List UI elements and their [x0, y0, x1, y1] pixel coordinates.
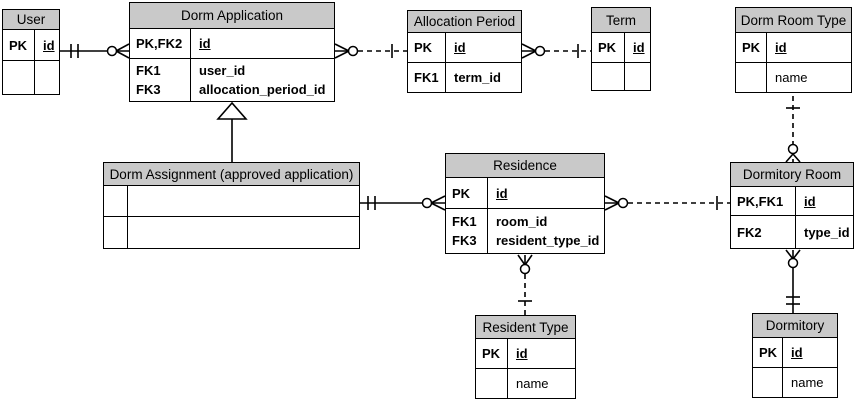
term-empty-row	[592, 62, 650, 90]
dormitory-room-pk-row: PK,FK1 id	[731, 187, 853, 215]
term-title: Term	[592, 8, 650, 33]
key-cell	[753, 368, 783, 397]
rel-dorm-room-type-dormitory-room	[785, 96, 801, 163]
rel-dorm-assignment-residence	[360, 195, 446, 211]
zero-or-many-circle	[787, 257, 799, 269]
term-pk-row: PK id	[592, 33, 650, 62]
key-cell: PK	[446, 178, 488, 208]
field-cell	[35, 61, 59, 94]
user-pk-row: PK id	[3, 30, 59, 60]
key-cell: PK	[753, 338, 783, 367]
field-cell: id	[633, 40, 645, 55]
key-cell: FK1 FK3	[130, 59, 191, 101]
resident-type-table: Resident Type PK id name	[475, 315, 576, 399]
resident-type-pk-row: PK id	[476, 339, 575, 368]
field-cell: name	[791, 375, 824, 390]
resident-type-title: Resident Type	[476, 316, 575, 339]
field-cell: id	[454, 40, 466, 55]
key-cell: PK	[736, 33, 767, 62]
term-table: Term PK id	[591, 7, 651, 91]
field-cell: id	[43, 37, 55, 53]
rel-allocation-period-term	[521, 43, 591, 59]
key-cell	[104, 186, 128, 216]
zero-or-many-circle	[617, 197, 629, 209]
dorm-room-type-attr-row: name	[736, 62, 851, 92]
dorm-room-type-table: Dorm Room Type PK id name	[735, 7, 852, 93]
key-cell	[476, 369, 508, 398]
allocation-period-title: Allocation Period	[408, 11, 521, 33]
field-cell	[128, 217, 359, 248]
field-cell: id	[804, 193, 816, 209]
residence-title: Residence	[446, 154, 604, 178]
resident-type-attr-row: name	[476, 368, 575, 398]
key-cell	[592, 63, 625, 90]
allocation-period-table: Allocation Period PK id FK1 term_id	[407, 10, 522, 93]
residence-table: Residence PK id FK1 FK3 room_id resident…	[445, 153, 605, 254]
zero-or-many-circle	[421, 197, 433, 209]
field-cell: user_id allocation_period_id	[199, 63, 326, 97]
rel-dormitory-room-dormitory	[785, 249, 801, 313]
key-cell: PK	[476, 339, 508, 368]
field-cell: id	[775, 40, 787, 55]
user-title: User	[3, 10, 59, 30]
zero-or-many-circle	[534, 45, 546, 57]
field-cell: id	[516, 346, 528, 361]
dormitory-title: Dormitory	[753, 314, 837, 338]
field-cell: id	[496, 185, 508, 201]
field-cell	[625, 63, 650, 90]
dorm-assignment-title: Dorm Assignment (approved application)	[104, 163, 359, 186]
dorm-assignment-table: Dorm Assignment (approved application)	[103, 162, 360, 249]
user-table: User PK id	[2, 9, 60, 95]
dormitory-table: Dormitory PK id name	[752, 313, 838, 398]
field-cell: name	[516, 376, 549, 391]
allocation-period-pk-row: PK id	[408, 33, 521, 62]
zero-or-many-circle	[347, 45, 359, 57]
user-empty-row	[3, 60, 59, 94]
field-cell: term_id	[454, 70, 501, 85]
field-cell: name	[775, 70, 808, 85]
key-cell: FK2	[731, 216, 796, 248]
field-cell: room_id resident_type_id	[496, 214, 600, 248]
key-cell	[3, 61, 35, 94]
dormitory-room-title: Dormitory Room	[731, 163, 853, 187]
zero-or-many-circle	[519, 263, 531, 275]
rel-residence-dormitory-room	[604, 195, 730, 211]
field-cell	[128, 186, 359, 216]
field-cell: id	[791, 345, 803, 360]
field-cell: type_id	[804, 224, 850, 240]
dorm-assignment-empty-row	[104, 216, 359, 248]
key-cell: PK	[3, 30, 35, 60]
dorm-room-type-pk-row: PK id	[736, 33, 851, 62]
zero-or-many-circle	[787, 143, 799, 155]
key-cell: PK	[592, 33, 625, 62]
dorm-application-table: Dorm Application PK,FK2 id FK1 FK3 user_…	[129, 2, 335, 102]
key-cell	[736, 63, 767, 92]
key-cell: PK,FK1	[731, 187, 796, 215]
dorm-application-pk-row: PK,FK2 id	[130, 29, 334, 58]
residence-attr-row: FK1 FK3 room_id resident_type_id	[446, 208, 604, 253]
residence-pk-row: PK id	[446, 178, 604, 208]
allocation-period-attr-row: FK1 term_id	[408, 62, 521, 92]
dorm-room-type-title: Dorm Room Type	[736, 8, 851, 33]
rel-residence-resident-type	[517, 254, 533, 315]
field-cell: id	[199, 36, 211, 51]
key-cell: PK	[408, 33, 446, 62]
dormitory-room-attr-row: FK2 type_id	[731, 215, 853, 248]
key-cell: PK,FK2	[130, 29, 191, 58]
key-cell	[104, 217, 128, 248]
dorm-application-attr-row: FK1 FK3 user_id allocation_period_id	[130, 58, 334, 101]
rel-user-dorm-application	[60, 43, 130, 59]
zero-or-many-circle	[106, 45, 118, 57]
key-cell: FK1	[408, 63, 446, 92]
rel-dorm-application-allocation-period	[334, 43, 407, 59]
dormitory-pk-row: PK id	[753, 338, 837, 367]
dormitory-room-table: Dormitory Room PK,FK1 id FK2 type_id	[730, 162, 854, 249]
dorm-application-title: Dorm Application	[130, 3, 334, 29]
inheritance-triangle	[216, 101, 248, 120]
dormitory-attr-row: name	[753, 367, 837, 397]
dorm-assignment-empty-row	[104, 186, 359, 216]
rel-inheritance-dorm-assignment	[216, 101, 248, 162]
key-cell: FK1 FK3	[446, 209, 488, 253]
